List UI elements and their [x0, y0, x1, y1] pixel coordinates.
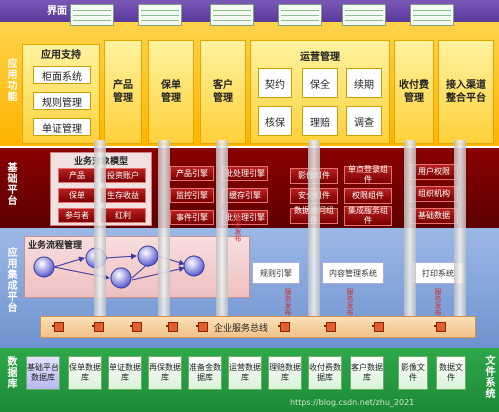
- ops-item: 核保: [258, 106, 292, 136]
- db-item: 准备金数据库: [188, 356, 222, 390]
- ops-item: 理赔: [302, 106, 338, 136]
- underwriting-module: 保单管理: [148, 40, 194, 144]
- service-note: 服务发布: [284, 288, 292, 316]
- app-label: 应用功能: [5, 58, 16, 102]
- db-item: 理赔数据库: [268, 356, 302, 390]
- bo-item: 产品: [58, 168, 96, 183]
- bpm-panel: [24, 236, 250, 298]
- app-support-title: 应用支持: [41, 50, 81, 61]
- esb-bar: [40, 316, 476, 338]
- db-item: 保单数据库: [68, 356, 102, 390]
- arrow-shaft: [158, 140, 170, 316]
- base-label: 基础平台: [5, 162, 16, 206]
- arrow-shaft: [94, 140, 106, 316]
- auth-item: 集成服务组件: [344, 206, 392, 226]
- db-item: 收付费数据库: [308, 356, 342, 390]
- db-item: 运营数据库: [228, 356, 262, 390]
- component-icon: [434, 322, 446, 332]
- esb-label: 企业服务总线: [214, 324, 269, 334]
- service-note: 服务发布: [434, 288, 442, 316]
- screen-icon: [410, 4, 454, 26]
- support-item: 单证管理: [33, 118, 91, 136]
- screen-icon: [210, 4, 254, 26]
- integration-label: 应用集成平台: [5, 247, 16, 313]
- channel-module: 接入渠道整合平台: [438, 40, 494, 144]
- bo-item: 生存收益: [100, 188, 146, 203]
- component-icon: [92, 322, 104, 332]
- bo-item: 红利: [100, 208, 146, 223]
- support-item: 柜面系统: [33, 66, 91, 84]
- screen-icon: [278, 4, 322, 26]
- product-module: 产品管理: [104, 40, 142, 144]
- screen-icon: [70, 4, 114, 26]
- perm-item: 组织机构: [410, 186, 458, 202]
- ops-title: 运营管理: [300, 52, 340, 63]
- file-system-label: 文件系统: [483, 355, 494, 399]
- service-engine-item: 缓存引擎: [222, 188, 268, 203]
- arrow-shaft: [216, 140, 228, 316]
- auth-item: 权限组件: [344, 188, 392, 204]
- service-note: 服务发布: [234, 214, 242, 242]
- component-icon: [372, 322, 384, 332]
- payment-module: 收付费管理: [394, 40, 434, 144]
- component-icon: [196, 322, 208, 332]
- ops-item: 调查: [346, 106, 382, 136]
- ops-item: 契约: [258, 68, 292, 98]
- arrow-shaft: [308, 140, 320, 316]
- component-icon: [130, 322, 142, 332]
- db-item: 单证数据库: [108, 356, 142, 390]
- perm-item: 用户权限: [410, 164, 458, 180]
- engine-item: 产品引擎: [170, 166, 214, 181]
- db-item: 客户数据库: [350, 356, 384, 390]
- component-icon: [52, 322, 64, 332]
- screen-icon: [342, 4, 386, 26]
- component-icon: [324, 322, 336, 332]
- bpm-title: 业务流程管理: [28, 241, 83, 251]
- engine-item: 监控引擎: [170, 188, 214, 203]
- bo-item: 投资账户: [100, 168, 146, 183]
- interface-label: 界面: [47, 6, 67, 17]
- service-engine-item: 批处理引擎: [222, 166, 268, 181]
- service-engine-item: 批处理引擎: [222, 210, 268, 225]
- service-note: 服务发布: [346, 288, 354, 316]
- db-label: 数据库: [5, 355, 16, 389]
- ops-item: 续期: [346, 68, 382, 98]
- support-item: 规则管理: [33, 92, 91, 110]
- perm-item: 基础数据: [410, 208, 458, 224]
- arrow-shaft: [454, 140, 466, 316]
- rule-engine-box: 规则引擎: [252, 262, 300, 284]
- customer-module: 客户管理: [200, 40, 246, 144]
- file-item: 数据文件: [436, 356, 466, 390]
- bpm-node: [110, 267, 132, 289]
- bo-item: 保单: [58, 188, 96, 203]
- file-item: 影像文件: [398, 356, 428, 390]
- screen-icon: [138, 4, 182, 26]
- engine-item: 事件引擎: [170, 210, 214, 225]
- db-item: 再保数据库: [148, 356, 182, 390]
- arrow-shaft: [404, 140, 416, 316]
- auth-item: 单点登录组件: [344, 165, 392, 184]
- bpm-node: [33, 256, 55, 278]
- component-icon: [166, 322, 178, 332]
- bo-item: 参与者: [58, 208, 96, 223]
- content-mgmt-box: 内容管理系统: [322, 262, 384, 284]
- bpm-node: [183, 255, 205, 277]
- db-item: 基础平台数据库: [26, 356, 60, 390]
- component-icon: [278, 322, 290, 332]
- bpm-node: [137, 245, 159, 267]
- ops-item: 保全: [302, 68, 338, 98]
- watermark: https://blog.csdn.net/zhu_2021: [290, 398, 415, 407]
